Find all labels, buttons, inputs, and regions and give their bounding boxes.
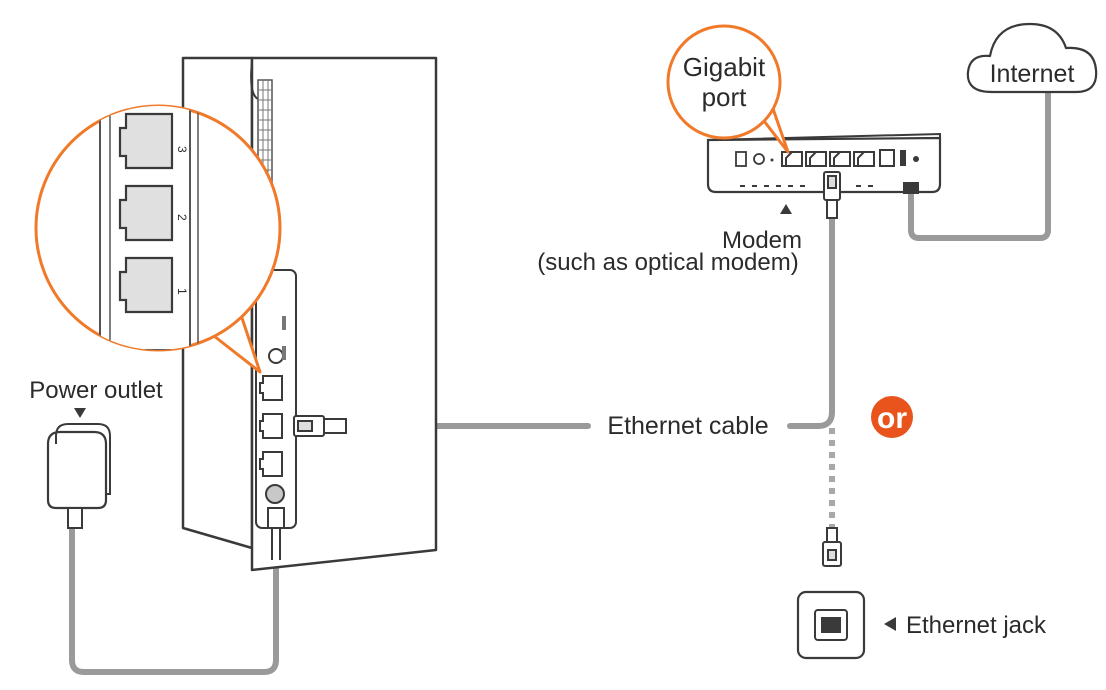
lan-port-3 [259, 375, 283, 401]
cables [69, 89, 1051, 675]
modem-port-3 [829, 151, 851, 167]
ethernet-jack-icon [796, 527, 896, 660]
port-number-2: 2 [175, 214, 189, 221]
modem-ethernet-plug [823, 171, 841, 219]
router-lan-ports [259, 375, 283, 477]
or-badge: or [871, 396, 913, 438]
zoom-port-3 [118, 112, 174, 170]
jack-ethernet-plug [822, 527, 842, 567]
lan-port-2 [259, 413, 283, 439]
lan-port-1 [259, 451, 283, 477]
modem-pointer [780, 204, 792, 214]
zoom-port-1 [118, 256, 174, 314]
internet-label: Internet [990, 60, 1075, 88]
zoom-callout: 3 2 1 [34, 104, 282, 374]
port-number-1: 1 [175, 288, 189, 295]
router-back-panel [250, 56, 438, 572]
ethernet-cable-label: Ethernet cable [607, 412, 768, 440]
modem-phone-port [879, 149, 895, 167]
or-label: or [877, 402, 907, 435]
power-outlet-pointer [74, 408, 86, 418]
gigabit-port-label-line2: port [702, 82, 748, 112]
gigabit-port-label-line1: Gigabit [683, 52, 766, 82]
modem-button [753, 153, 765, 165]
ethernet-jack-label: Ethernet jack [906, 612, 1047, 639]
power-plug-connector [267, 507, 285, 529]
or-badge-circle [871, 396, 913, 438]
power-cable [69, 525, 279, 675]
modem-label: Modem [722, 227, 802, 254]
zoom-port-2 [118, 184, 174, 242]
port-number-3: 3 [175, 146, 189, 153]
zoom-lan-ports [118, 112, 174, 314]
modem-note-label: (such as optical modem) [537, 249, 798, 276]
ethernet-jack-pointer [884, 617, 896, 631]
router-ethernet-plug [293, 415, 347, 437]
button-label-mark [282, 346, 286, 360]
modem-icon [706, 132, 942, 219]
modem-switch [735, 151, 747, 167]
gigabit-port-callout: Gigabit port [666, 24, 790, 154]
adapter-plug [67, 507, 83, 529]
internet-cable [908, 89, 1051, 241]
modem-indicator [770, 158, 774, 162]
power-plug-cable [271, 528, 281, 560]
modem-ethernet-ports [781, 151, 875, 167]
gigabit-circle [666, 24, 782, 140]
jack-socket-inner [821, 617, 841, 633]
router-power-port [265, 484, 285, 504]
modem-gigabit-port [781, 151, 803, 167]
cloud-shape [966, 22, 1098, 94]
ethernet-cable-segment [787, 212, 835, 429]
wps-button [268, 348, 284, 364]
modem-port-4 [853, 151, 875, 167]
adapter-back [55, 423, 111, 495]
modem-power-port [913, 156, 919, 162]
modem-optical-port [900, 150, 906, 166]
modem-port-2 [805, 151, 827, 167]
cloud-icon: Internet [966, 22, 1098, 94]
modem-wan-connector [903, 182, 919, 194]
button-label-mark [282, 316, 286, 330]
power-adapter-icon [46, 408, 111, 529]
power-outlet-label: Power outlet [29, 377, 163, 404]
